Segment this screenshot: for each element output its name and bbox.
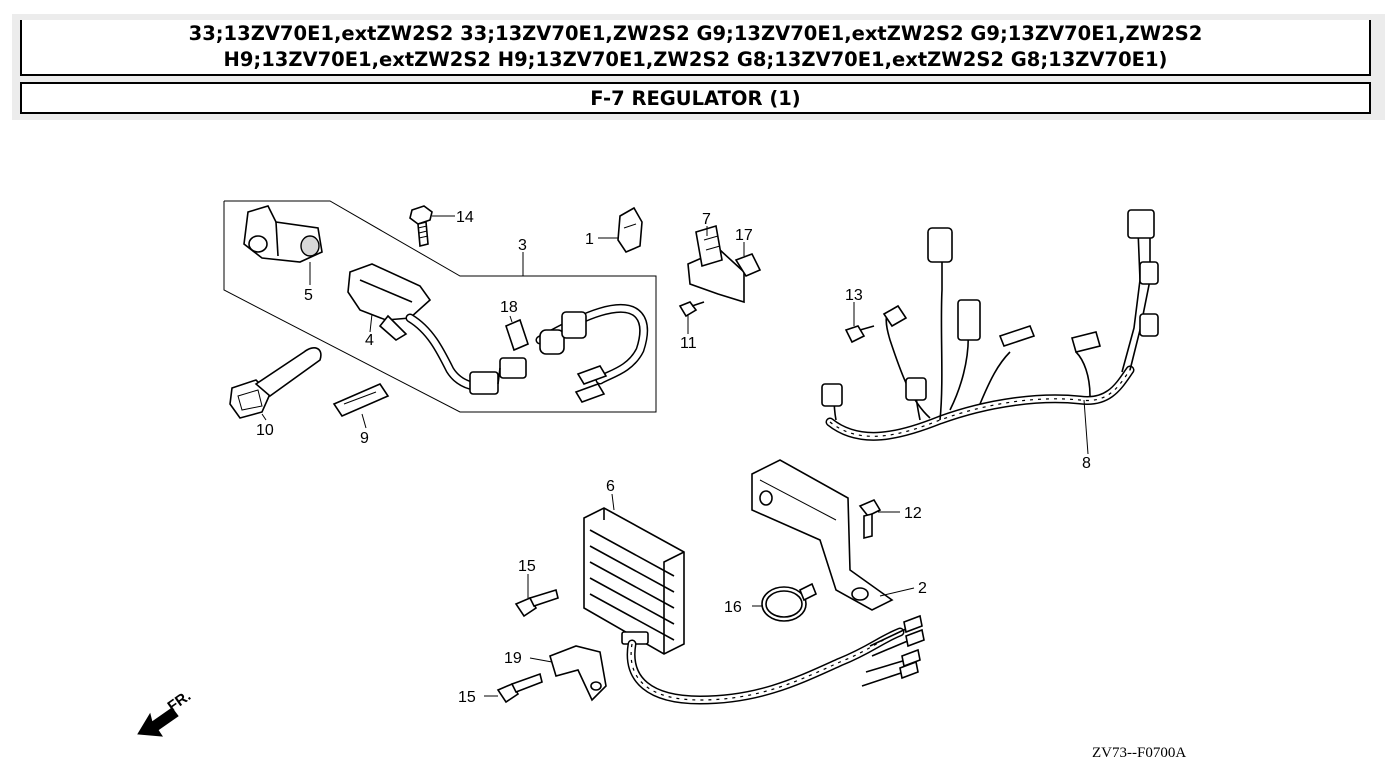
part-3-sub-harness[interactable] bbox=[405, 303, 649, 403]
callout-14: 14 bbox=[456, 209, 474, 226]
part-8-main-harness[interactable] bbox=[821, 209, 1159, 441]
part-4-connector-cover[interactable] bbox=[347, 263, 432, 341]
leader-lines bbox=[261, 215, 1089, 697]
callout-5: 5 bbox=[304, 287, 313, 304]
part-16-band[interactable] bbox=[761, 582, 818, 622]
callout-19: 19 bbox=[504, 650, 522, 667]
part-1-clip[interactable] bbox=[617, 206, 643, 253]
front-direction-arrow: FR. bbox=[137, 687, 194, 737]
part-19-stay[interactable] bbox=[549, 645, 607, 702]
callout-11: 11 bbox=[680, 335, 697, 352]
callout-6: 6 bbox=[606, 478, 615, 495]
part-6-regulator[interactable] bbox=[583, 507, 685, 655]
part-7-bracket[interactable] bbox=[687, 224, 745, 304]
callout-4: 4 bbox=[365, 332, 374, 349]
callout-15-upper: 15 bbox=[518, 558, 536, 575]
callout-10: 10 bbox=[256, 422, 274, 439]
callout-1: 1 bbox=[585, 231, 594, 248]
part-12-bolt[interactable] bbox=[858, 498, 882, 540]
part-17-relay[interactable] bbox=[734, 252, 762, 278]
model-applicability-box: 33;13ZV70E1,extZW2S2 33;13ZV70E1,ZW2S2 G… bbox=[20, 20, 1371, 76]
diagram-title: F-7 REGULATOR (1) bbox=[590, 86, 801, 110]
part-9-label[interactable] bbox=[332, 382, 390, 418]
model-line-1: 33;13ZV70E1,extZW2S2 33;13ZV70E1,ZW2S2 G… bbox=[188, 22, 1203, 45]
callout-2: 2 bbox=[918, 580, 927, 597]
callout-18: 18 bbox=[500, 299, 518, 316]
part-2-bracket[interactable] bbox=[751, 459, 894, 611]
header-panel: 33;13ZV70E1,extZW2S2 33;13ZV70E1,ZW2S2 G… bbox=[12, 14, 1385, 120]
callout-16: 16 bbox=[724, 599, 742, 616]
part-13-bolt[interactable] bbox=[844, 325, 875, 344]
callout-3: 3 bbox=[518, 237, 527, 254]
diagram-title-box: F-7 REGULATOR (1) bbox=[20, 82, 1371, 114]
part-14-bolt[interactable] bbox=[409, 205, 433, 248]
part-10-cap[interactable] bbox=[229, 347, 322, 419]
part-5-connector-housing[interactable] bbox=[243, 205, 323, 263]
drawing-code: ZV73--F0700A bbox=[1092, 745, 1186, 761]
callout-8: 8 bbox=[1082, 455, 1091, 472]
model-line-2: H9;13ZV70E1,extZW2S2 H9;13ZV70E1,ZW2S2 G… bbox=[223, 48, 1168, 71]
part-15-bolt-upper[interactable] bbox=[514, 588, 559, 618]
part-11-screw[interactable] bbox=[678, 301, 705, 318]
part-18-fuse[interactable] bbox=[505, 318, 529, 352]
regulator-output-wire bbox=[626, 614, 925, 705]
callout-7: 7 bbox=[702, 211, 711, 228]
callout-12: 12 bbox=[904, 505, 922, 522]
callout-9: 9 bbox=[360, 430, 369, 447]
callout-17: 17 bbox=[735, 227, 753, 244]
callout-13: 13 bbox=[845, 287, 863, 304]
part-15-bolt-lower[interactable] bbox=[496, 672, 543, 704]
assembly-3-outline bbox=[223, 200, 657, 413]
callout-15-lower: 15 bbox=[458, 689, 476, 706]
